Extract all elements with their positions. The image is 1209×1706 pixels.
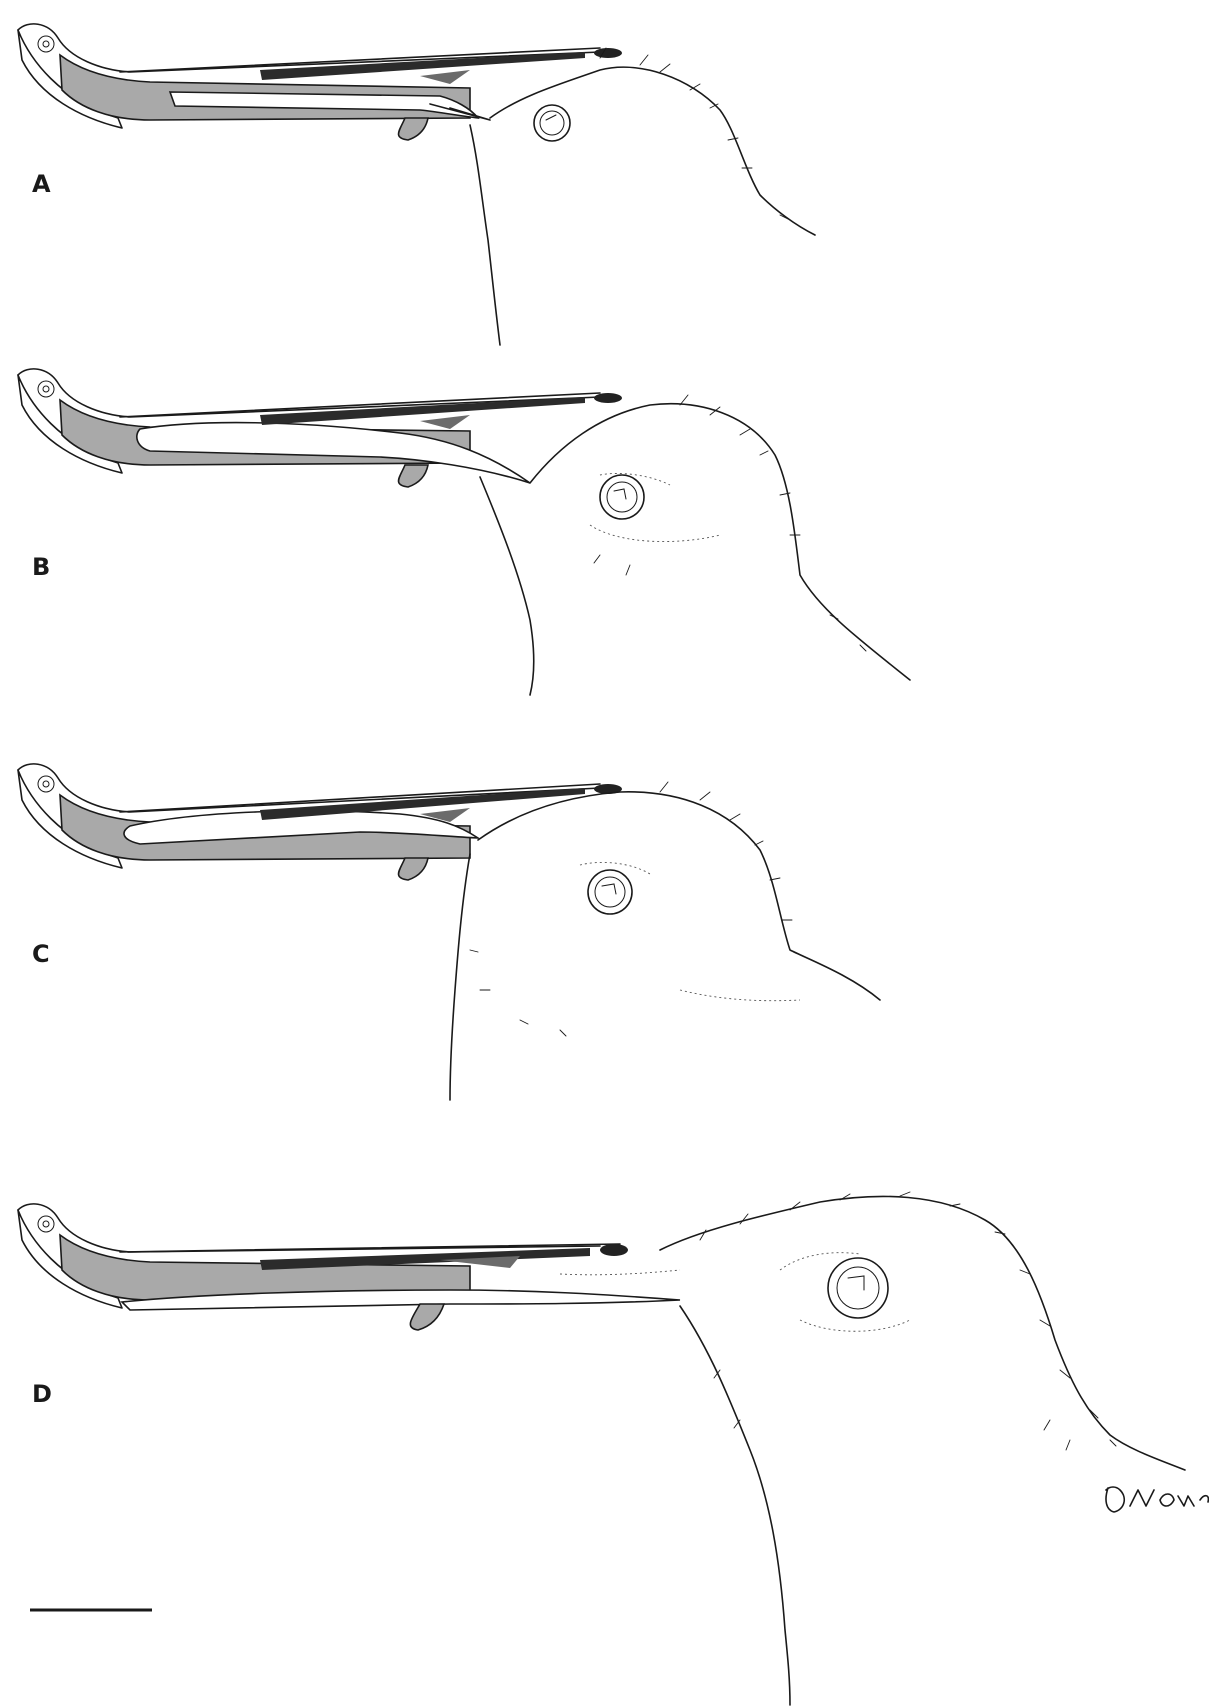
panel-b-drawing [18,369,910,695]
panel-a-drawing [18,24,815,345]
panel-d-drawing [18,1192,1185,1705]
panel-c-drawing [18,764,880,1100]
signature [1106,1487,1208,1512]
